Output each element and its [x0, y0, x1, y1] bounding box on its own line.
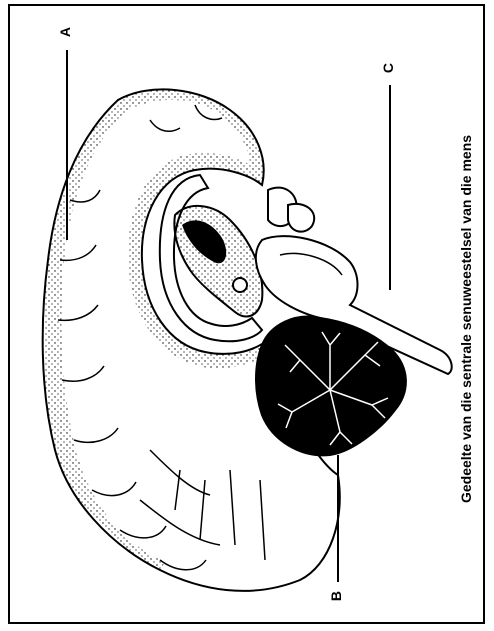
label-b: B	[328, 591, 344, 601]
label-a: A	[57, 27, 73, 37]
diagram-caption: Gedeelte van die sentrale senuweestelsel…	[458, 109, 474, 529]
label-c: C	[380, 63, 396, 73]
